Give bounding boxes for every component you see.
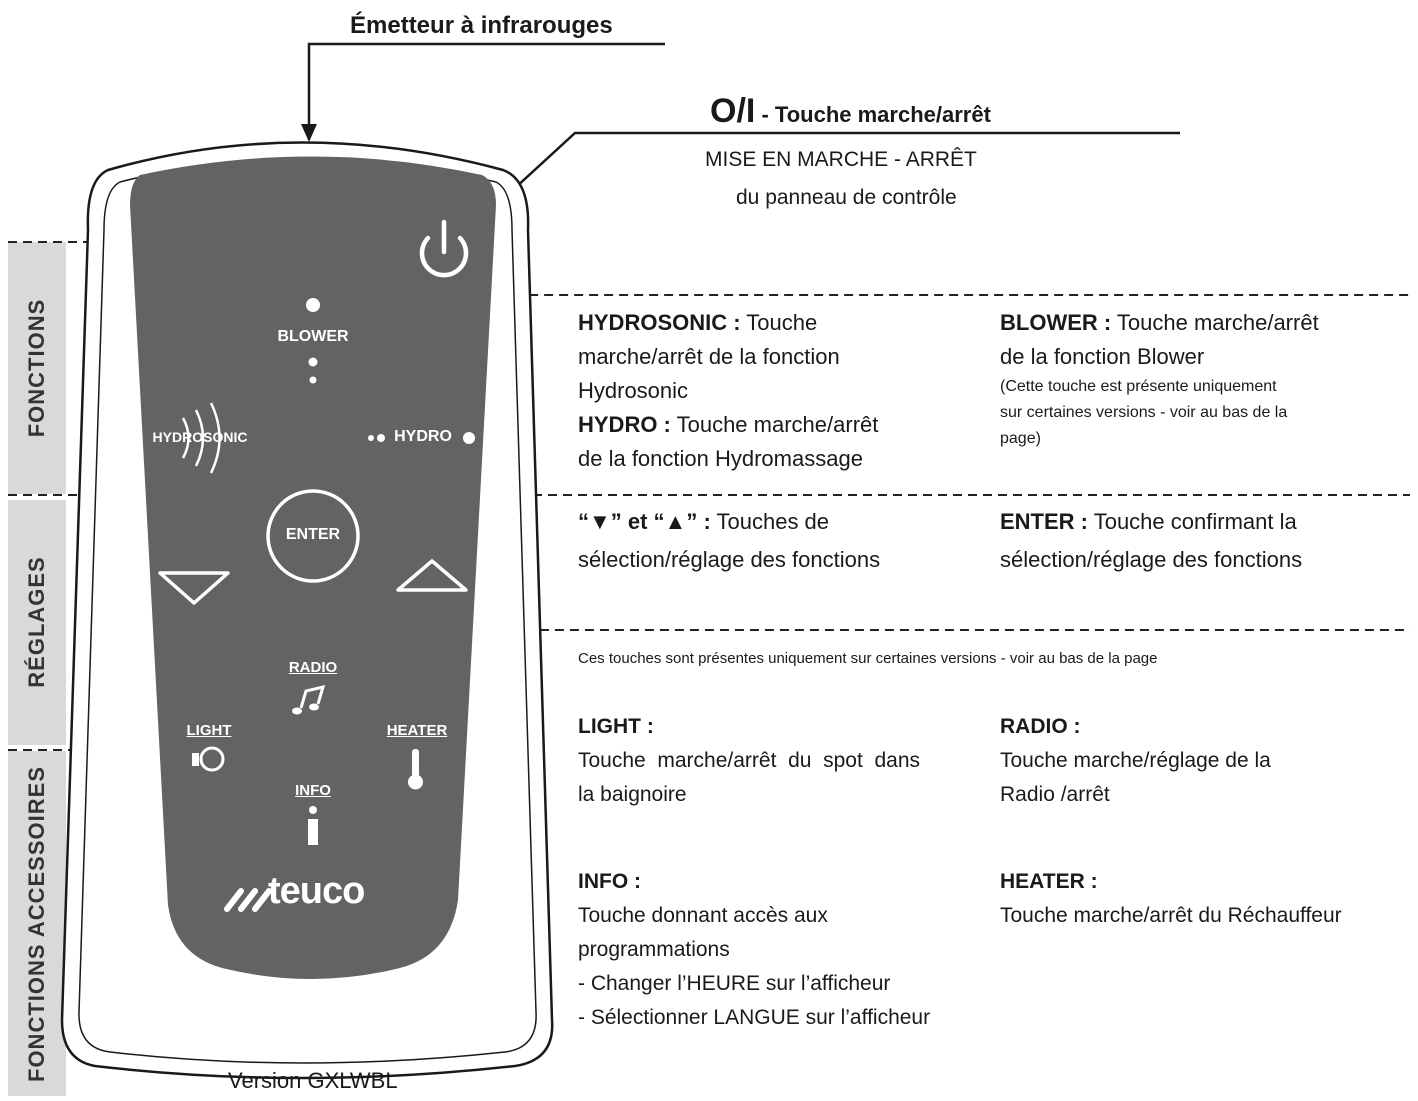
emitter-arrowhead: [301, 124, 317, 142]
music-note-head-2: [309, 703, 319, 711]
info-bar-icon: [308, 819, 318, 845]
hydrosonic-desc-l2: marche/arrêt de la fonction: [578, 344, 840, 369]
enter-desc-l2: sélection/réglage des fonctions: [1000, 547, 1303, 572]
power-title-text: - Touche marche/arrêt: [755, 102, 991, 127]
info-desc-l4: - Sélectionner LANGUE sur l’afficheur: [578, 1006, 931, 1029]
light-desc: LIGHT : Touche marche/arrêt du spot dans…: [578, 710, 920, 812]
info-desc: INFO : Touche donnant accès aux programm…: [578, 865, 930, 1035]
hydrosonic-label: HYDROSONIC: [152, 429, 248, 445]
info-desc-l1: Touche donnant accès aux: [578, 904, 828, 927]
enter-button-ring: [266, 489, 360, 583]
radio-desc-key: RADIO :: [1000, 715, 1081, 738]
blower-dot-top: [306, 298, 320, 312]
info-desc-l3: - Changer l’HEURE sur l’afficheur: [578, 972, 891, 995]
radio-desc: RADIO : Touche marche/réglage de la Radi…: [1000, 710, 1271, 812]
enter-desc: ENTER : Touche confirmant la sélection/r…: [1000, 503, 1302, 579]
blower-note-1: (Cette touche est présente uniquement: [1000, 378, 1277, 395]
arrows-desc-l1: Touches de: [710, 509, 830, 534]
power-title: O/I - Touche marche/arrêt: [710, 92, 991, 131]
heater-desc-l1: Touche marche/arrêt du Réchauffeur: [1000, 904, 1342, 927]
music-note-icon: [299, 684, 326, 709]
info-desc-key: INFO :: [578, 870, 641, 893]
power-line-1: MISE EN MARCHE - ARRÊT: [705, 148, 977, 171]
light-label: LIGHT: [186, 722, 232, 739]
hydro-desc-l2: de la fonction Hydromassage: [578, 446, 863, 471]
power-line-2: du panneau de contrôle: [736, 186, 957, 209]
hydrosonic-desc: HYDROSONIC : Touche marche/arrêt de la f…: [578, 306, 878, 476]
hydrosonic-desc-l3: Hydrosonic: [578, 378, 689, 403]
info-desc-l2: programmations: [578, 938, 730, 961]
hydro-desc-l1: Touche marche/arrêt: [670, 412, 879, 437]
blower-desc-key: BLOWER :: [1000, 310, 1112, 335]
arrows-desc-l2: sélection/réglage des fonctions: [578, 547, 881, 572]
section-bar-reglages: [8, 500, 66, 745]
info-dot-icon: [309, 806, 317, 814]
blower-label: BLOWER: [277, 328, 349, 345]
blower-desc: BLOWER : Touche marche/arrêt de la fonct…: [1000, 306, 1319, 452]
section-bar-accessoires: [8, 751, 66, 1096]
light-bulb-icon: [192, 746, 225, 772]
light-desc-l2: la baignoire: [578, 783, 687, 806]
radio-label: RADIO: [288, 659, 338, 676]
blower-dot-mid: [308, 357, 318, 367]
heater-desc: HEATER : Touche marche/arrêt du Réchauff…: [1000, 865, 1342, 933]
power-button-icon: [419, 219, 469, 278]
blower-desc-l2: de la fonction Blower: [1000, 344, 1205, 369]
enter-desc-l1: Touche confirmant la: [1088, 509, 1297, 534]
hydro-desc-key: HYDRO :: [578, 412, 671, 437]
hydrosonic-wave-icon: [181, 402, 221, 474]
teuco-logo-mark: [224, 888, 272, 912]
blower-desc-l1: Touche marche/arrêt: [1111, 310, 1319, 335]
power-symbol: O/I: [710, 92, 756, 130]
radio-desc-l1: Touche marche/réglage de la: [1000, 749, 1271, 772]
up-arrow-button: [396, 559, 468, 592]
accessories-note: Ces touches sont présentes uniquement su…: [578, 650, 1158, 667]
emitter-pointer-line: [307, 42, 665, 140]
arrows-desc: “▼” et “▲” : Touches de sélection/réglag…: [578, 503, 880, 579]
heater-label: HEATER: [386, 722, 448, 739]
enter-label: ENTER: [285, 526, 341, 543]
hydrosonic-desc-key: HYDROSONIC :: [578, 310, 741, 335]
blower-note-3: page): [1000, 430, 1041, 447]
thermometer-icon: [408, 749, 423, 790]
heater-desc-key: HEATER :: [1000, 870, 1098, 893]
enter-desc-key: ENTER :: [1000, 509, 1088, 534]
light-desc-key: LIGHT :: [578, 715, 654, 738]
info-label: INFO: [295, 782, 331, 799]
arrows-desc-key: “▼” et “▲” :: [578, 509, 711, 534]
hydrosonic-desc-l1: Touche: [740, 310, 818, 335]
brand-logo-text: teuco: [268, 870, 365, 912]
emitter-label: Émetteur à infrarouges: [350, 12, 613, 39]
section-bar-fonctions: [8, 242, 66, 494]
version-label: Version GXLWBL: [228, 1068, 398, 1093]
down-arrow-button: [158, 571, 230, 605]
remote-panel: [130, 156, 496, 979]
music-note-head-1: [292, 707, 302, 715]
hydro-label: HYDRO: [394, 428, 452, 445]
hydro-dot-small-2: [377, 434, 385, 442]
blower-dot-low: [309, 376, 317, 384]
hydro-dot-small-1: [368, 435, 374, 441]
radio-desc-l2: Radio /arrêt: [1000, 783, 1110, 806]
hydro-dot-large: [463, 432, 475, 444]
light-desc-l1: Touche marche/arrêt du spot dans: [578, 749, 921, 772]
blower-note-2: sur certaines versions - voir au bas de …: [1000, 404, 1288, 421]
